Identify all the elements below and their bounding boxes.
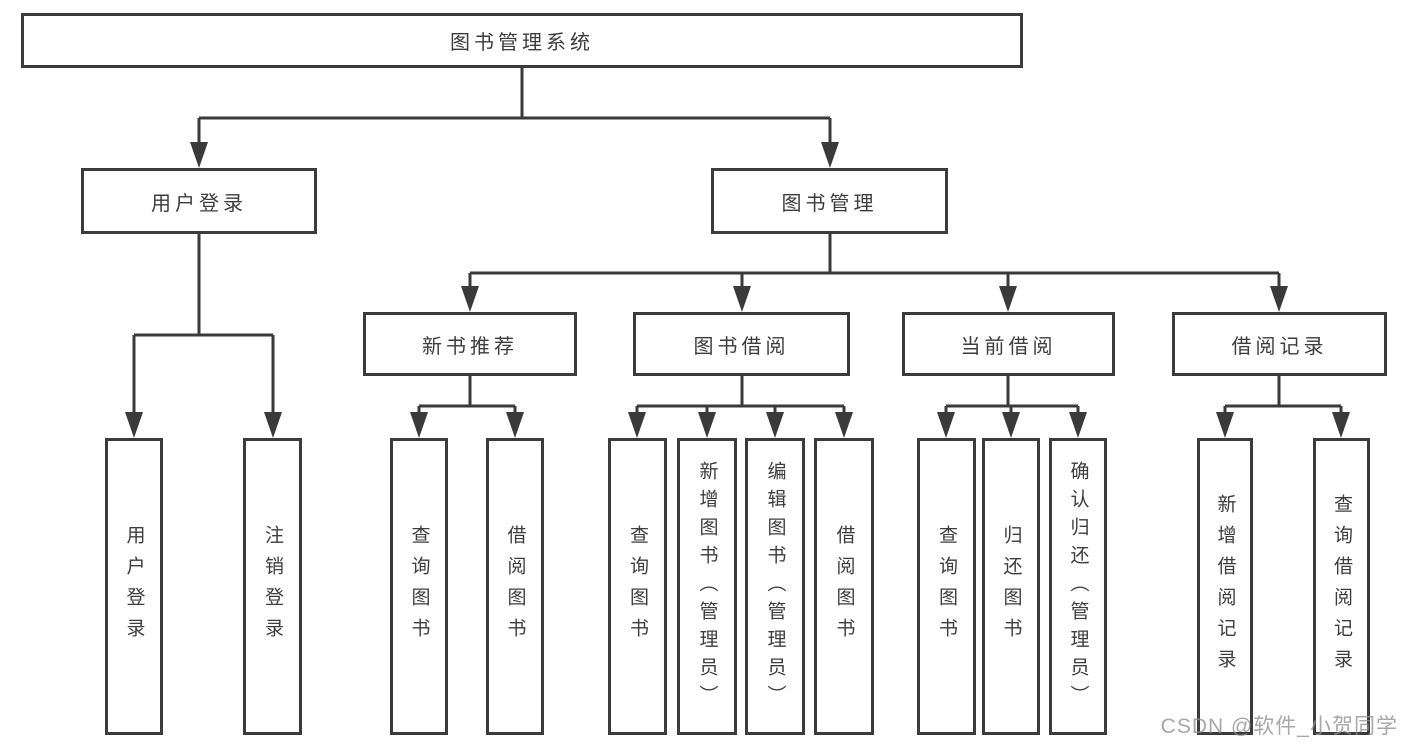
node-label: 查询图书: [408, 524, 430, 649]
node-book-management: 图书管理: [711, 168, 948, 234]
leaf-search-borrowing-record: 查询借阅记录: [1313, 438, 1370, 735]
leaf-user-login: 用户登录: [105, 438, 163, 735]
node-label: 确认归还（管理员）: [1067, 460, 1089, 713]
node-new-book-recommendation: 新书推荐: [363, 312, 577, 376]
leaf-add-borrowing-record: 新增借阅记录: [1197, 438, 1253, 735]
leaf-search-books-borrowing: 查询图书: [608, 438, 667, 735]
leaf-edit-books-admin: 编辑图书（管理员）: [745, 438, 805, 735]
node-label: 新增图书（管理员）: [696, 460, 718, 713]
leaf-add-books-admin: 新增图书（管理员）: [677, 438, 737, 735]
node-library-management-system: 图书管理系统: [21, 13, 1023, 68]
node-current-borrowing: 当前借阅: [902, 312, 1115, 376]
node-book-borrowing: 图书借阅: [633, 312, 850, 376]
leaf-borrow-books-recommend: 借阅图书: [486, 438, 544, 735]
node-label: 借阅图书: [504, 524, 526, 649]
node-label: 用户登录: [151, 192, 247, 215]
node-label: 新增借阅记录: [1214, 493, 1236, 680]
node-borrowing-records: 借阅记录: [1172, 312, 1387, 376]
node-label: 图书管理系统: [450, 32, 594, 54]
node-label: 图书管理: [781, 192, 878, 215]
leaf-logout-login: 注销登录: [243, 438, 302, 735]
node-label: 归还图书: [1000, 524, 1022, 649]
csdn-watermark: CSDN @软件_小贺同学: [1160, 715, 1398, 738]
leaf-search-books-recommend: 查询图书: [390, 438, 448, 735]
node-label: 新书推荐: [422, 335, 518, 358]
leaf-return-books: 归还图书: [982, 438, 1040, 735]
node-label: 当前借阅: [960, 335, 1057, 358]
node-label: 图书借阅: [693, 335, 790, 358]
node-label: 注销登录: [262, 524, 283, 649]
node-label: 借阅图书: [833, 524, 855, 649]
node-label: 查询图书: [936, 524, 957, 649]
leaf-confirm-return-admin: 确认归还（管理员）: [1049, 438, 1107, 735]
node-label: 用户登录: [123, 524, 145, 649]
arrowheads: [125, 142, 1350, 438]
leaf-search-books-current: 查询图书: [917, 438, 976, 735]
node-user-login: 用户登录: [81, 168, 317, 234]
node-label: 查询借阅记录: [1331, 493, 1352, 680]
leaf-borrow-books-borrowing: 借阅图书: [814, 438, 874, 735]
node-label: 借阅记录: [1231, 335, 1328, 358]
node-label: 查询图书: [627, 524, 648, 649]
node-label: 编辑图书（管理员）: [764, 460, 786, 713]
